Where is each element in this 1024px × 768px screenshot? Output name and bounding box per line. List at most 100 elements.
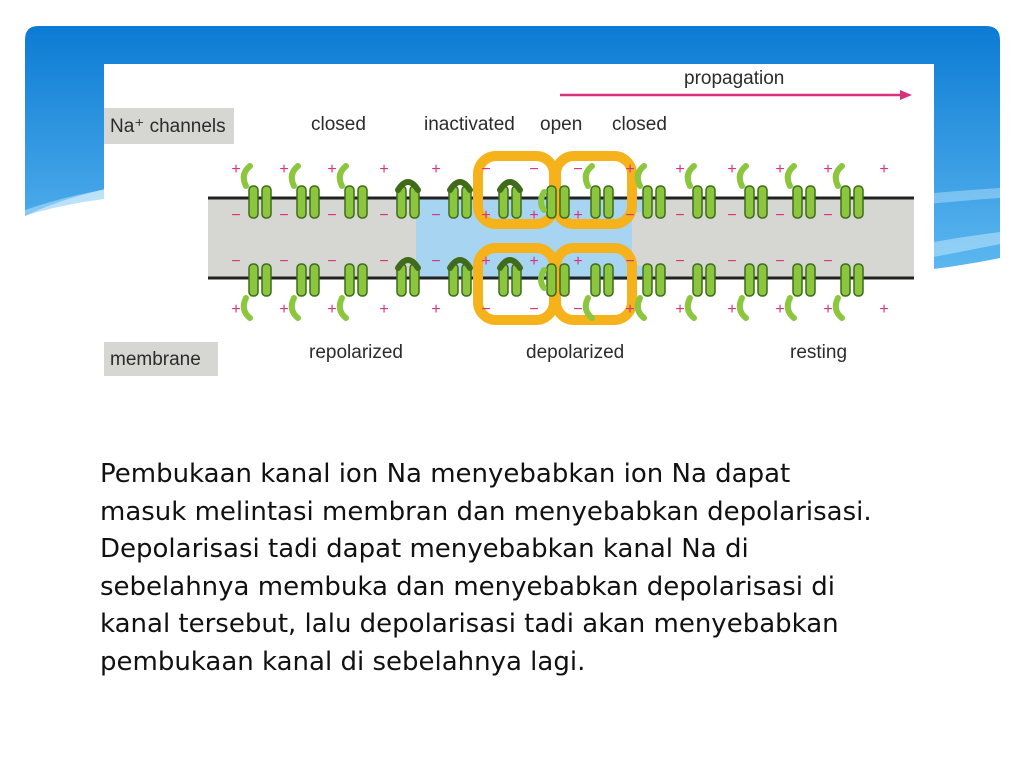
channel-subunit (693, 264, 702, 296)
charge-sign: − (327, 207, 336, 224)
charge-sign: + (481, 207, 490, 224)
channel-gate (638, 298, 644, 318)
channel-gate (244, 166, 250, 186)
membrane-label: membrane (110, 350, 201, 369)
channel-gate-open (541, 192, 544, 210)
charge-sign: − (573, 161, 582, 178)
charge-sign: − (431, 207, 440, 224)
channel-subunit (841, 186, 850, 218)
charge-sign: + (775, 161, 784, 178)
charge-sign: + (279, 161, 288, 178)
charge-sign: + (727, 301, 736, 318)
channel-subunit (693, 186, 702, 218)
channel-subunit (706, 264, 715, 296)
na-channel-diagram: + − − + + − − + + − − + + − − + + − − + − + + − − + + − − + + − + − − + + − − +… (104, 64, 934, 380)
membrane-label-box: membrane (104, 342, 218, 376)
channel-subunit (297, 264, 306, 296)
charge-sign: + (573, 207, 582, 224)
body-line: masuk melintasi membran dan menyebabkan … (100, 494, 960, 532)
channel-subunit (841, 264, 850, 296)
charge-sign: + (823, 301, 832, 318)
body-line: pembukaan kanal di sebelahnya lagi. (100, 644, 960, 682)
charge-sign: + (823, 161, 832, 178)
region-label-depolarized: depolarized (526, 343, 624, 362)
charge-sign: + (379, 161, 388, 178)
channel-subunit (310, 186, 319, 218)
channel-gate (788, 166, 794, 186)
channel-subunit (262, 186, 271, 218)
charge-sign: − (823, 253, 832, 270)
charge-sign: + (279, 301, 288, 318)
charge-sign: − (727, 253, 736, 270)
channel-gate (244, 298, 250, 318)
channel-subunit (591, 186, 600, 218)
charge-sign: + (231, 161, 240, 178)
charge-sign: − (231, 207, 240, 224)
charge-sign: − (279, 253, 288, 270)
charge-sign: + (625, 161, 634, 178)
state-label-open: open (540, 115, 582, 134)
channel-subunit (745, 186, 754, 218)
channel-gate-open (541, 270, 544, 288)
channel-subunit (758, 186, 767, 218)
charge-sign: + (675, 301, 684, 318)
body-line: kanal tersebut, lalu depolarisasi tadi a… (100, 606, 960, 644)
channel-gate (836, 166, 842, 186)
charge-sign: − (327, 253, 336, 270)
charge-sign: + (379, 301, 388, 318)
charge-sign: − (279, 207, 288, 224)
charge-sign: + (529, 253, 538, 270)
charge-sign: − (675, 207, 684, 224)
charge-sign: − (379, 207, 388, 224)
channel-gate (740, 298, 746, 318)
charge-sign: + (775, 301, 784, 318)
channel-gate (688, 166, 694, 186)
channel-gate (836, 298, 842, 318)
channel-subunit (547, 264, 556, 296)
charge-sign: − (573, 301, 582, 318)
channel-subunit (345, 264, 354, 296)
channel-subunit (591, 264, 600, 296)
state-label-closed-left: closed (311, 115, 366, 134)
channel-subunit (547, 186, 556, 218)
channel-gate (292, 298, 298, 318)
charge-sign: + (431, 161, 440, 178)
charge-sign: + (879, 161, 888, 178)
body-line: Depolarisasi tadi dapat menyebabkan kana… (100, 531, 960, 569)
body-line: sebelahnya membuka dan menyebabkan depol… (100, 569, 960, 607)
charge-sign: + (727, 161, 736, 178)
charge-sign: − (625, 253, 634, 270)
body-line: Pembukaan kanal ion Na menyebabkan ion N… (100, 456, 960, 494)
channel-gate (586, 166, 592, 186)
channel-subunit (806, 186, 815, 218)
channel-subunit (249, 264, 258, 296)
body-paragraph: Pembukaan kanal ion Na menyebabkan ion N… (100, 456, 960, 682)
channel-subunit (560, 186, 569, 218)
channel-gate (688, 298, 694, 318)
charge-sign: − (625, 207, 634, 224)
inactivation-plug (450, 182, 470, 190)
charge-sign: − (675, 253, 684, 270)
charge-sign: − (481, 301, 490, 318)
channel-subunit (358, 264, 367, 296)
channel-subunit (793, 186, 802, 218)
charge-sign: − (529, 301, 538, 318)
charge-sign: + (625, 301, 634, 318)
channel-subunit (745, 264, 754, 296)
channel-subunit (560, 264, 569, 296)
channel-gate (340, 298, 346, 318)
na-channels-label-box: Na⁺ channels (104, 108, 234, 144)
charge-sign: − (727, 207, 736, 224)
channel-subunit (297, 186, 306, 218)
channel-subunit (643, 186, 652, 218)
channel-subunit (854, 186, 863, 218)
charge-sign: − (529, 161, 538, 178)
inactivation-plug (398, 182, 418, 190)
channel-gate (292, 166, 298, 186)
region-label-repolarized: repolarized (309, 343, 403, 362)
charge-sign: + (327, 161, 336, 178)
charge-sign: − (481, 161, 490, 178)
charge-sign: − (775, 207, 784, 224)
channel-subunit (249, 186, 258, 218)
channel-gate (586, 298, 592, 318)
